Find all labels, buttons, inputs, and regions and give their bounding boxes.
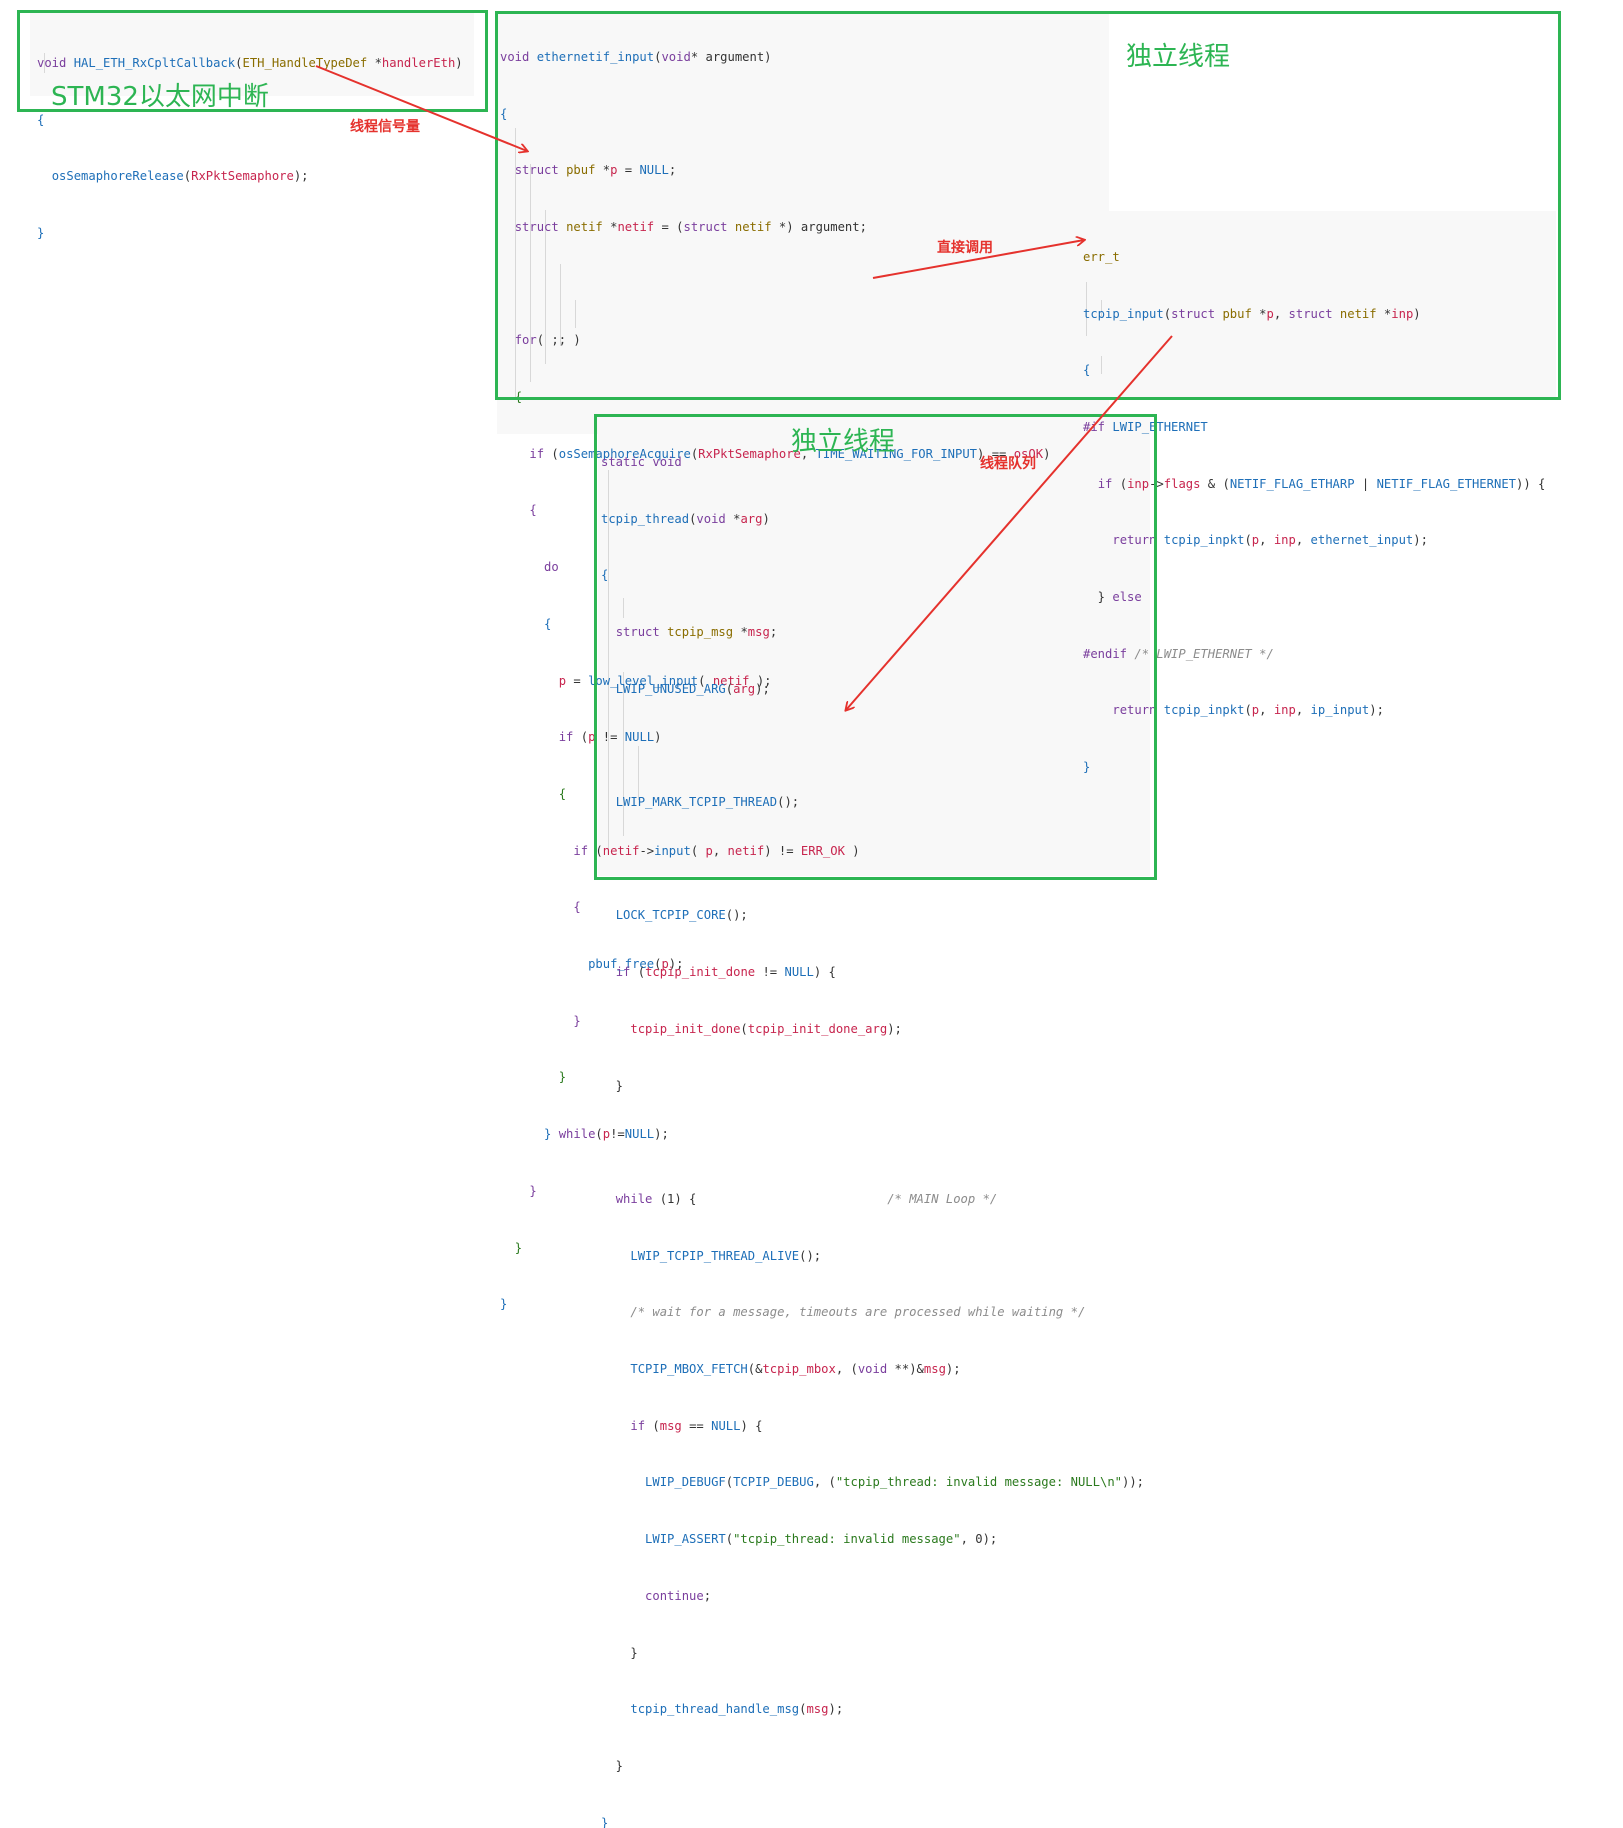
semaphore-arrow (315, 65, 527, 151)
code-line: if (p != NULL) (558, 730, 662, 745)
code-line: { (544, 616, 552, 631)
code-line: } (601, 1758, 624, 1773)
code-line: do (544, 560, 559, 575)
code-line: TCPIP_MBOX_FETCH(&tcpip_mbox, (void **)&… (630, 1362, 961, 1377)
code-line: p = low_level_input( netif ); (558, 673, 772, 688)
tcpip-thread-code-panel (598, 416, 1150, 876)
indent-guide (638, 746, 639, 800)
code-line: { (558, 786, 567, 801)
ethernetif-thread-box (495, 11, 1561, 400)
code-line: if (msg == NULL) { (630, 1418, 763, 1433)
code-line: if (tcpip_init_done != NULL) { (615, 965, 836, 980)
semaphore-arrow-label: 线程信号量 (350, 119, 420, 135)
code-line: void HAL_ETH_RxCpltCallback(ETH_HandleTy… (37, 55, 463, 70)
indent-guide (575, 300, 576, 328)
code-line: } (601, 1815, 609, 1828)
code-line: { (37, 112, 45, 127)
indent-guide (623, 598, 624, 618)
code-line: LWIP_MARK_TCPIP_THREAD(); (615, 795, 800, 810)
direct-call-arrow-label: 直接调用 (937, 240, 993, 256)
isr-code: void HAL_ETH_RxCpltCallback(ETH_HandleTy… (37, 16, 463, 262)
tcpip-thread-box (594, 414, 1157, 880)
indent-guide (44, 53, 45, 73)
code-line: tcpip_input(struct pbuf *p, struct netif… (1083, 306, 1421, 321)
code-line: /* wait for a message, timeouts are proc… (630, 1305, 1086, 1320)
indent-guide (1101, 356, 1102, 374)
code-line: struct netif *netif = (struct netif *) a… (514, 219, 867, 234)
code-line: err_t (1083, 249, 1120, 264)
code-line: LWIP_UNUSED_ARG(arg); (615, 681, 770, 696)
ethernetif-code-panel (497, 12, 1109, 434)
code-line: { (601, 568, 609, 583)
indent-guide (560, 264, 561, 346)
tcpip-input-code-panel (1078, 211, 1556, 397)
thread-label-bottom: 独立线程 (791, 427, 896, 457)
code-line: for( ;; ) (514, 333, 581, 348)
code-line: continue; (645, 1588, 712, 1603)
thread-label-top: 独立线程 (1126, 42, 1231, 72)
indent-guide (608, 470, 609, 854)
code-line: LWIP_DEBUGF(TCPIP_DEBUG, ("tcpip_thread:… (645, 1475, 1145, 1490)
direct-call-arrow (872, 240, 1084, 279)
indent-guide (530, 164, 531, 382)
code-line: return tcpip_inpkt(p, inp, ethernet_inpu… (1112, 533, 1428, 548)
code-line: } (1083, 760, 1091, 775)
code-line: struct tcpip_msg *msg; (615, 624, 778, 639)
code-line: } (601, 1645, 638, 1660)
code-line: while (1) { /* MAIN Loop */ (615, 1191, 998, 1206)
code-line: struct pbuf *p = NULL; (514, 163, 677, 178)
indent-guide (545, 210, 546, 364)
code-line: } else (1083, 590, 1142, 605)
code-line: #endif /* LWIP_ETHERNET */ (1083, 646, 1274, 661)
code-line: { (573, 900, 581, 915)
code-line: { (529, 503, 537, 518)
code-line: tcpip_thread_handle_msg(msg); (630, 1702, 844, 1717)
interrupt-label: STM32以太网中断 (51, 82, 269, 112)
isr-box (17, 10, 488, 112)
queue-arrow-label: 线程队列 (980, 456, 1036, 472)
queue-arrow (846, 335, 1173, 710)
code-line: void ethernetif_input(void* argument) (500, 49, 772, 64)
indent-guide (1101, 300, 1102, 318)
code-line: } (601, 1078, 624, 1093)
code-line: if (netif->input( p, netif) != ERR_OK ) (573, 843, 860, 858)
code-line: LWIP_TCPIP_THREAD_ALIVE(); (630, 1248, 822, 1263)
code-line: LWIP_ASSERT("tcpip_thread: invalid messa… (645, 1532, 998, 1547)
indent-guide (1086, 282, 1087, 336)
indent-guide (623, 672, 624, 836)
flow-arrows (315, 65, 1173, 914)
code-line: osSemaphoreRelease(RxPktSemaphore); (51, 169, 309, 184)
code-line (601, 1133, 1144, 1152)
code-line: { (500, 106, 508, 121)
code-line: } (37, 225, 45, 240)
code-line: static void (601, 454, 682, 469)
code-line: tcpip_thread(void *arg) (601, 511, 770, 526)
code-line: { (1083, 363, 1091, 378)
code-line: tcpip_init_done(tcpip_init_done_arg); (630, 1021, 902, 1036)
code-line: if (osSemaphoreAcquire(RxPktSemaphore, T… (529, 446, 1051, 461)
code-line: return tcpip_inpkt(p, inp, ip_input); (1112, 703, 1384, 718)
tcpip-input-code: err_t tcpip_input(struct pbuf *p, struct… (1083, 210, 1545, 796)
indent-guide (515, 128, 516, 400)
isr-code-panel (30, 12, 474, 96)
code-line: if (inp->flags & (NETIF_FLAG_ETHARP | NE… (1097, 476, 1546, 491)
